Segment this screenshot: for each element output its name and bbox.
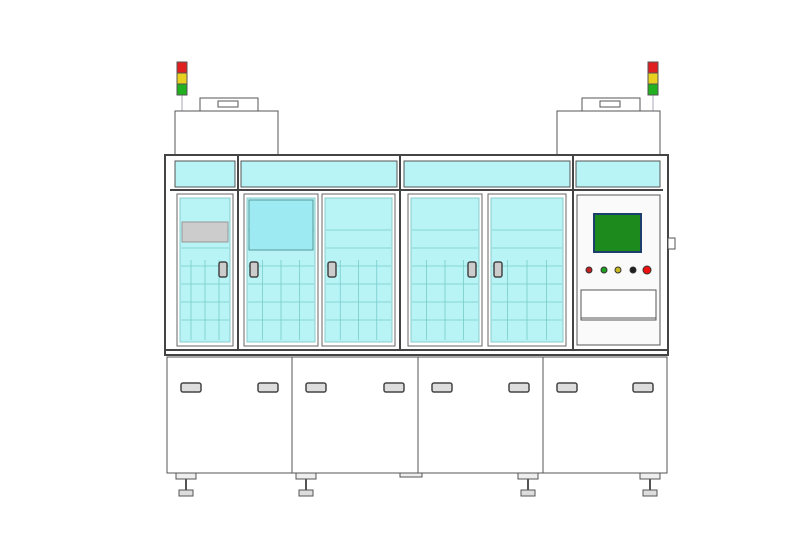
cabinet-handle[interactable] [257,382,279,393]
cabinet-handle[interactable] [632,382,654,393]
cabinet-door[interactable] [166,356,293,474]
side-latch [667,237,676,250]
glass-doors [176,193,567,347]
glass-door[interactable] [487,193,567,347]
glass-door[interactable] [243,193,319,347]
control-panel [576,194,676,346]
door-handle[interactable] [493,261,503,278]
base-cabinet [166,356,668,474]
leveling-feet [175,472,661,497]
control-button[interactable] [642,265,652,275]
hmi-screen[interactable] [593,213,642,253]
cabinet-handle[interactable] [431,382,453,393]
cabinet-handle[interactable] [180,382,202,393]
leveling-foot [295,472,317,497]
glass-door[interactable] [407,193,483,347]
cabinet-handle[interactable] [508,382,530,393]
output-slot [580,289,657,321]
control-button[interactable] [600,266,608,274]
door-handle[interactable] [467,261,477,278]
cabinet-handle[interactable] [305,382,327,393]
control-button[interactable] [585,266,593,274]
cabinet-door[interactable] [291,356,419,474]
control-button[interactable] [629,266,637,274]
control-button[interactable] [614,266,622,274]
top-unit-left [174,97,279,157]
door-handle[interactable] [249,261,259,278]
door-handle[interactable] [218,261,228,278]
top-glass-strip [170,160,663,191]
glass-door[interactable] [176,193,234,347]
door-handle[interactable] [327,261,337,278]
glass-door[interactable] [321,193,396,347]
cabinet-door[interactable] [417,356,544,474]
leveling-foot [175,472,197,497]
top-unit-right [556,97,661,157]
cabinet-handle[interactable] [383,382,405,393]
cabinet-handle[interactable] [556,382,578,393]
cabinet-door[interactable] [542,356,668,474]
leveling-foot [639,472,661,497]
leveling-foot [517,472,539,497]
